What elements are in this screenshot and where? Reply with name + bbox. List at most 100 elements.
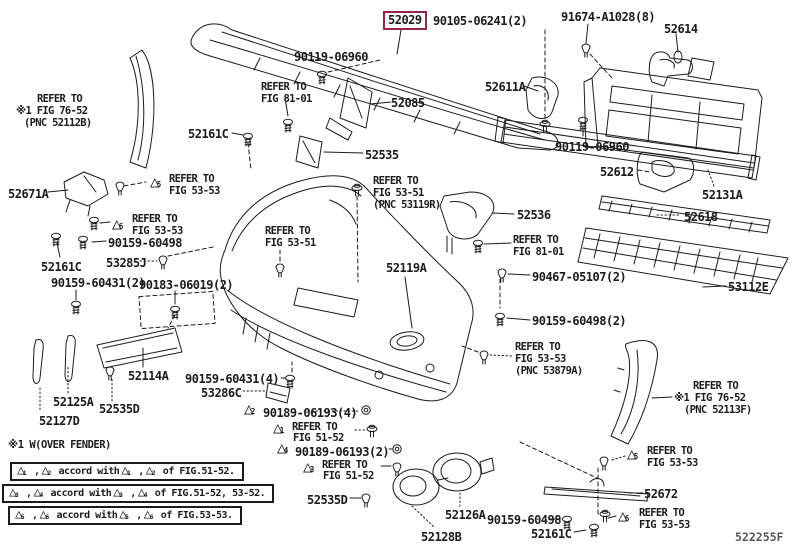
triangle-number: 5 [125,512,129,521]
ref-fig5353-e-2: FIG 53-53 [639,519,690,531]
warning-triangle-marker: △6 [618,508,636,525]
warning-triangle-marker: △4 [138,486,153,500]
warning-triangle-marker: △2 [42,464,57,478]
ref-fig5353-b-1: REFER TO [132,213,178,225]
ref-fig5353-d-2: FIG 53-53 [647,457,698,469]
triangle-number: 5 [20,512,25,521]
triangle-number: 6 [149,512,154,521]
triangle-number: 2 [151,468,156,477]
triangle-icon: △ [244,399,254,418]
label-52085: 52085 [391,96,425,110]
legend-text: accord with [58,466,120,477]
leader-lines [39,23,727,533]
legend-text: of FIG.51-52, 53-52. [154,488,266,499]
part-reinforcement-52131A [494,116,761,181]
part-bracket-52671A [63,171,109,217]
part-fender-trim-right [610,340,658,445]
ref-fig5152-b-1: REFER TO [322,459,368,471]
triangle-number: 4 [39,490,43,499]
triangle-icon: △ [143,507,152,522]
ref-fig5351-a-3: (PNC 53119R) [373,199,441,211]
label-52672: 52672 [644,487,678,501]
label-52125A: 52125A [53,395,94,409]
label-52612: 52612 [600,165,634,179]
label-52611A: 52611A [485,80,526,94]
label-90189-06193-4: 90189-06193(4) [263,406,358,420]
ref-fig5152-b-2: FIG 51-52 [323,470,374,482]
triangle-number: 6 [45,512,49,521]
ref-fig5353-a-2: FIG 53-53 [169,185,220,197]
ref-fig5351-a-1: REFER TO [373,175,419,187]
warning-triangle-marker: △3 [303,457,321,476]
label-52671A: 52671A [8,187,49,201]
triangle-number: 4 [283,446,289,455]
warning-triangle-marker: △4 [277,440,295,457]
ref-fig5152-a-1: REFER TO [292,421,338,433]
triangle-icon: △ [112,214,122,233]
ref-fig5353-d-1: REFER TO [647,445,693,457]
label-90159-60498-b: 90159-60498 [487,513,561,527]
ref-fig5351-b-2: FIG 53-51 [265,237,316,249]
triangle-icon: △ [9,485,17,500]
triangle-number: 5 [156,180,162,189]
legend-text: of FIG.51-52. [162,466,235,477]
warning-triangle-marker: △3 [9,485,24,500]
label-53285J: 53285J [106,256,147,270]
warning-triangle-marker: △1 [17,463,32,478]
triangle-icon: △ [303,457,313,476]
warning-triangle-marker: △6 [39,507,55,522]
legend-text: , [32,510,38,521]
triangle-icon: △ [33,485,42,500]
part-strip-52127D [32,339,44,384]
triangle-icon: △ [113,485,121,500]
triangle-icon: △ [121,463,129,478]
label-90183-06019: 90183-06019(2) [139,278,234,292]
triangle-icon: △ [17,463,25,478]
ref-fig7652-left-3: (PNC 52112B) [24,117,92,129]
label-52131A: 52131A [702,188,743,202]
label-52127D: 52127D [39,414,80,428]
label-52161C-b: 52161C [41,260,82,274]
part-retainer-53286C [265,382,291,404]
warning-triangle-marker: △5 [627,446,645,463]
ref-fig8101-right-1: REFER TO [513,234,559,246]
ref-fig7652-left-1: REFER TO [37,93,83,105]
page-code: 522255F [735,530,784,544]
ref-fig5353-a-1: REFER TO [169,173,215,185]
ref-fig7652-right-2: ※1 FIG 76-52 [674,392,746,404]
label-90189-06193-2: 90189-06193(2) [295,445,390,459]
ref-fig5353-c-1: REFER TO [515,341,561,353]
part-fog-lamp-52128B [392,468,449,506]
warning-triangle-marker: △4 [33,485,49,500]
ref-fig7652-right-1: REFER TO [693,380,739,392]
label-90159-60431-2: 90159-60431(2) [51,276,146,290]
label-52119A: 52119A [386,261,427,275]
label-52128B: 52128B [421,530,462,544]
label-52161C-c: 52161C [531,527,572,541]
triangle-icon: △ [119,507,127,522]
warning-triangle-marker: △5 [15,508,30,522]
label-90159-60498-2: 90159-60498(2) [532,314,627,328]
part-strip-52125A [64,335,76,382]
legend-text: of FIG.53-53. [160,510,233,521]
ref-fig5353-e-1: REFER TO [639,507,685,519]
triangle-number: 4 [143,490,148,499]
triangle-number: 5 [633,452,639,461]
label-52536: 52536 [517,208,551,222]
warning-triangle-marker: △1 [121,463,136,478]
triangle-icon: △ [39,507,48,522]
ref-fig5351-a-2: FIG 53-51 [373,187,424,199]
triangle-number: 6 [624,514,630,523]
triangle-number: 2 [250,407,256,416]
legend-text: , [138,466,144,477]
warning-triangle-marker: △5 [150,174,168,191]
label-90159-60498-a: 90159-60498 [108,236,182,250]
label-52126A: 52126A [445,508,486,522]
warning-triangle-marker: △2 [244,399,262,418]
warning-triangle-marker: △5 [119,507,134,522]
label-52114A: 52114A [128,369,169,383]
